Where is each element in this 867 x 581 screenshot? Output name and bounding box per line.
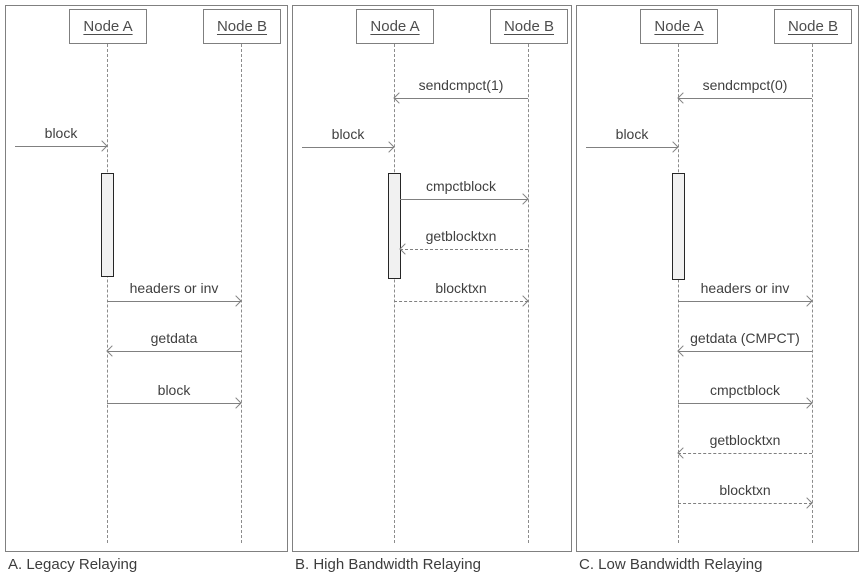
arrowhead-icon <box>677 447 689 459</box>
arrowhead-icon <box>667 141 679 153</box>
actor-box: Node A <box>640 9 718 44</box>
lifeline <box>107 44 108 543</box>
actor-label: Node A <box>370 18 420 35</box>
panel-caption: B. High Bandwidth Relaying <box>295 556 481 573</box>
arrowhead-icon <box>393 92 405 104</box>
arrowhead-icon <box>801 497 813 509</box>
message-label: getblocktxn <box>709 432 781 448</box>
message-label: block <box>44 125 78 141</box>
actor-box: Node B <box>203 9 281 44</box>
message-line <box>15 146 107 147</box>
lifeline <box>678 44 679 543</box>
actor-label: Node B <box>787 18 839 35</box>
arrowhead-icon <box>230 295 242 307</box>
message-line <box>678 403 812 404</box>
message-line <box>400 249 528 250</box>
arrowhead-icon <box>801 295 813 307</box>
actor-box: Node A <box>69 9 147 44</box>
actor-label: Node A <box>654 18 704 35</box>
message-label: getdata (CMPCT) <box>690 330 800 346</box>
message-line <box>678 301 812 302</box>
arrowhead-icon <box>230 397 242 409</box>
sequence-panel: Node A Node B sendcmpct(0) block headers or … <box>576 5 859 552</box>
activation-bar <box>388 173 401 279</box>
message-line <box>678 453 812 454</box>
sequence-panel: Node A Node B sendcmpct(1) block cmpctblock g… <box>292 5 572 552</box>
message-line <box>394 98 528 99</box>
arrowhead-icon <box>801 397 813 409</box>
actor-box: Node B <box>774 9 852 44</box>
panel-caption: C. Low Bandwidth Relaying <box>579 556 763 573</box>
activation-bar <box>101 173 114 277</box>
message-label: getblocktxn <box>425 228 497 244</box>
lifeline <box>394 44 395 543</box>
message-line <box>678 98 812 99</box>
arrowhead-icon <box>399 243 411 255</box>
message-label: blocktxn <box>435 280 487 296</box>
arrowhead-icon <box>677 345 689 357</box>
lifeline <box>812 44 813 543</box>
arrowhead-icon <box>96 140 108 152</box>
message-line <box>400 199 528 200</box>
actor-label: Node B <box>216 18 268 35</box>
message-label: blocktxn <box>719 482 771 498</box>
message-label: sendcmpct(1) <box>418 77 504 93</box>
message-label: sendcmpct(0) <box>702 77 788 93</box>
arrowhead-icon <box>677 92 689 104</box>
panel-caption: A. Legacy Relaying <box>8 556 138 573</box>
message-line <box>107 351 241 352</box>
lifeline <box>241 44 242 543</box>
message-line <box>107 301 241 302</box>
message-label: headers or inv <box>700 280 790 296</box>
arrowhead-icon <box>383 141 395 153</box>
lifeline <box>528 44 529 543</box>
actor-label: Node B <box>503 18 555 35</box>
actor-label: Node A <box>83 18 133 35</box>
arrowhead-icon <box>517 295 529 307</box>
message-line <box>678 503 812 504</box>
message-label: headers or inv <box>129 280 219 296</box>
message-label: cmpctblock <box>425 178 497 194</box>
activation-bar <box>672 173 685 280</box>
message-line <box>394 301 528 302</box>
message-line <box>107 403 241 404</box>
arrowhead-icon <box>106 345 118 357</box>
message-label: getdata <box>150 330 198 346</box>
actor-box: Node B <box>490 9 568 44</box>
message-label: cmpctblock <box>709 382 781 398</box>
sequence-panel: Node A Node B block headers or inv getdata bl… <box>5 5 288 552</box>
message-line <box>302 147 394 148</box>
message-label: block <box>615 126 649 142</box>
message-line <box>678 351 812 352</box>
arrowhead-icon <box>517 193 529 205</box>
message-label: block <box>331 126 365 142</box>
message-line <box>586 147 678 148</box>
actor-box: Node A <box>356 9 434 44</box>
message-label: block <box>157 382 191 398</box>
